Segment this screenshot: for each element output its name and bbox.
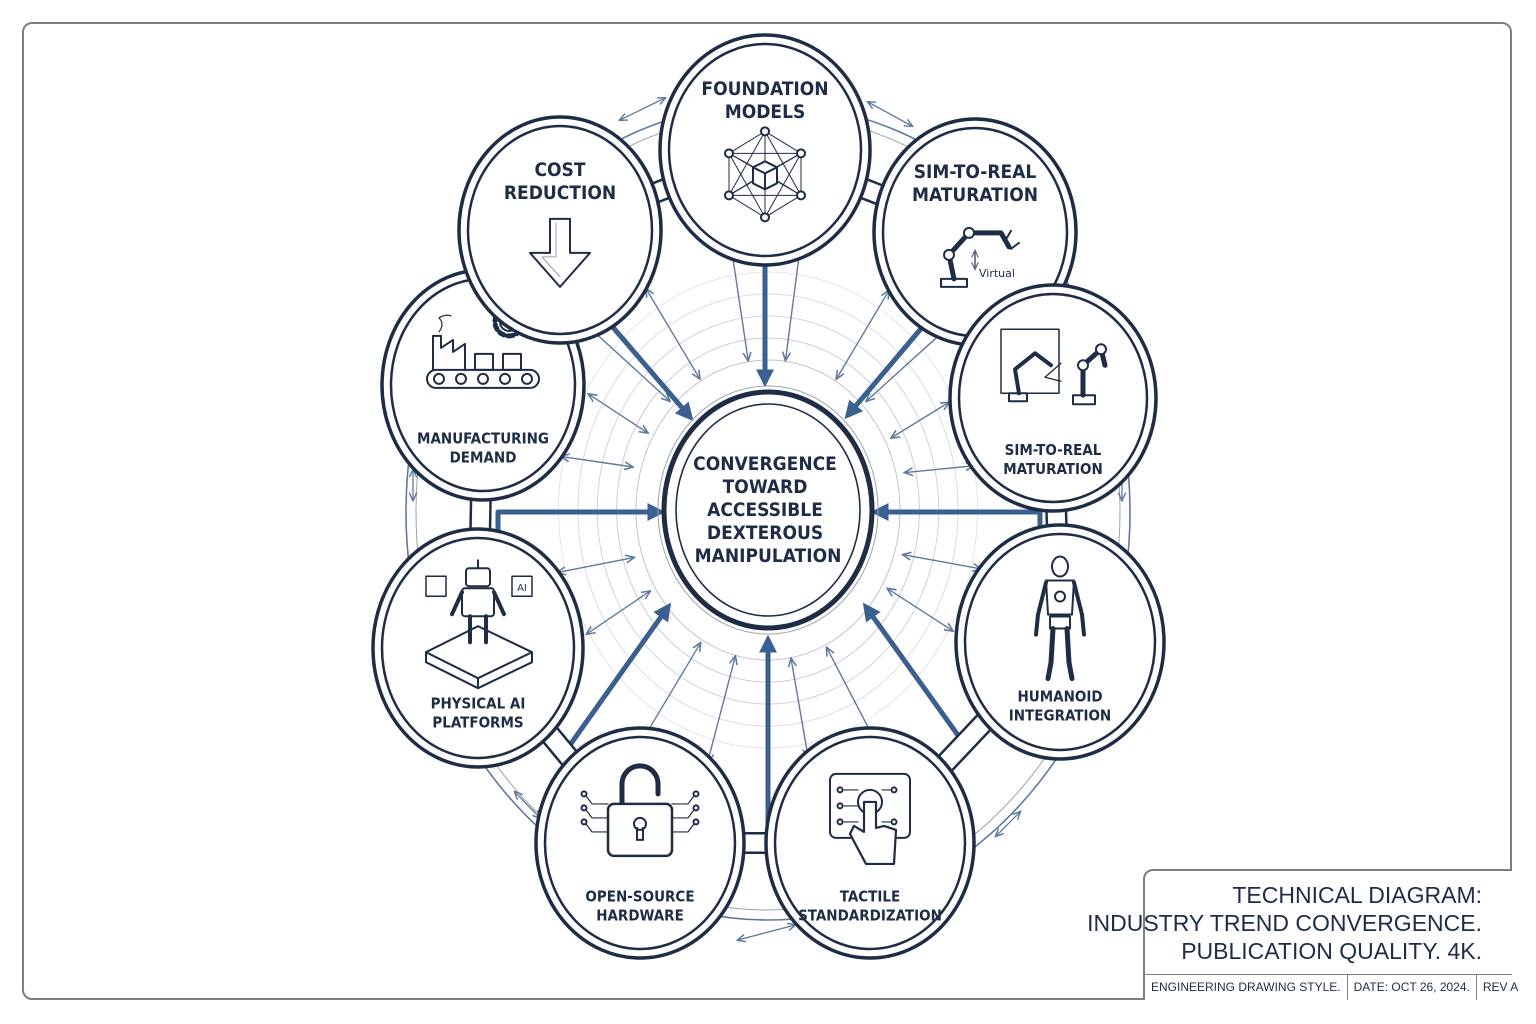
- orbit-arrow: [868, 102, 912, 126]
- node-inner-ring: [963, 532, 1157, 752]
- major-arrow: [562, 602, 672, 754]
- virtual-annotation: Virtual: [979, 267, 1015, 280]
- drawing-style-cell: ENGINEERING DRAWING STYLE.: [1145, 975, 1348, 1000]
- thin-arrow: [562, 457, 633, 467]
- unlocked-padlock-icon: [580, 763, 700, 858]
- thin-arrow: [732, 251, 748, 360]
- thin-arrow: [587, 591, 650, 633]
- thin-arrow: [646, 289, 699, 378]
- major-arrow: [844, 316, 932, 420]
- thin-arrow: [903, 555, 980, 569]
- twin-robot-arms-icon: [1000, 328, 1108, 406]
- thin-arrow: [905, 466, 973, 473]
- date-cell: DATE: OCT 26, 2024.: [1348, 975, 1477, 1000]
- thin-arrow: [644, 643, 700, 737]
- thin-arrow: [558, 558, 634, 573]
- thin-arrow: [708, 657, 735, 761]
- orbit-arrow: [738, 925, 795, 940]
- touch-hand-icon: [829, 772, 911, 866]
- thin-arrow: [786, 250, 800, 359]
- orbit-arrow: [996, 812, 1020, 836]
- thin-arrow: [837, 291, 889, 379]
- down-arrow-icon: [529, 217, 591, 288]
- center-label: CONVERGENCE TOWARD ACCESSIBLE DEXTEROUS …: [693, 453, 843, 567]
- title-line-2: INDUSTRY TREND CONVERGENCE.: [1087, 910, 1482, 936]
- title-line-1: TECHNICAL DIAGRAM:: [1232, 882, 1482, 908]
- thin-arrow: [791, 659, 808, 757]
- robot-chip-platform-icon: AI: [425, 559, 533, 690]
- robot-arm-icon: Virtual: [940, 226, 1020, 288]
- title-text: TECHNICAL DIAGRAM: INDUSTRY TREND CONVER…: [1087, 871, 1512, 975]
- major-arrow: [862, 602, 973, 754]
- ai-chip-label: AI: [517, 583, 527, 594]
- title-block: TECHNICAL DIAGRAM: INDUSTRY TREND CONVER…: [1087, 869, 1518, 1000]
- title-line-3: PUBLICATION QUALITY. 4K.: [1181, 938, 1482, 964]
- thin-arrow: [592, 330, 670, 401]
- thin-arrow: [867, 332, 944, 401]
- orbit-arrow: [620, 98, 665, 120]
- thin-arrow: [891, 402, 948, 437]
- neural-network-icon: [724, 126, 806, 223]
- thin-arrow: [827, 648, 873, 737]
- major-arrow: [603, 316, 694, 422]
- orbit-arrow: [515, 792, 540, 818]
- title-meta-row: ENGINEERING DRAWING STYLE. DATE: OCT 26,…: [1145, 974, 1518, 1000]
- thin-arrows: [558, 250, 981, 761]
- center-hub: CONVERGENCE TOWARD ACCESSIBLE DEXTEROUS …: [657, 385, 879, 635]
- humanoid-robot-icon: [1034, 555, 1086, 682]
- revision-cell: REV A: [1482, 980, 1519, 994]
- thin-arrow: [888, 589, 953, 631]
